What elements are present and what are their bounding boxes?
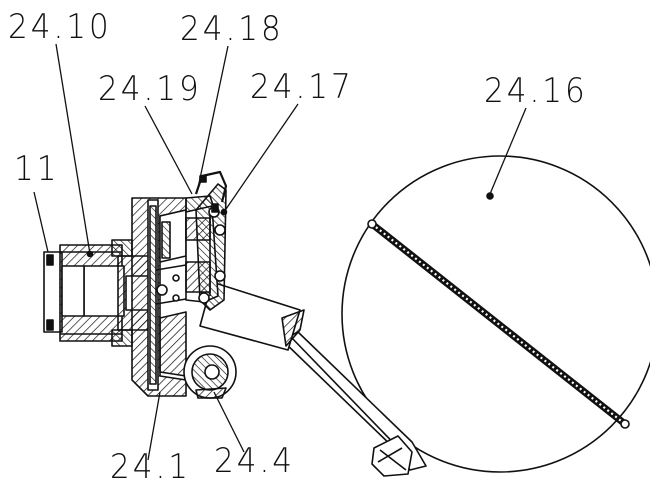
nut-24-4 bbox=[183, 345, 237, 399]
label-24-1: 24.1 bbox=[110, 447, 192, 487]
label-24-16: 24.16 bbox=[484, 71, 588, 111]
outlet-assembly bbox=[185, 170, 228, 311]
label-24-18: 24.18 bbox=[180, 9, 284, 49]
float-weld-seam bbox=[367, 219, 630, 429]
valve-body bbox=[131, 195, 215, 397]
label-11: 11 bbox=[14, 149, 60, 189]
float-ball bbox=[341, 155, 650, 473]
leader-lines bbox=[33, 43, 527, 461]
label-24-17: 24.17 bbox=[250, 67, 354, 107]
label-24-10: 24.10 bbox=[8, 7, 112, 47]
label-24-4: 24.4 bbox=[214, 441, 296, 481]
label-24-19: 24.19 bbox=[98, 69, 202, 109]
float-arm bbox=[199, 281, 427, 477]
